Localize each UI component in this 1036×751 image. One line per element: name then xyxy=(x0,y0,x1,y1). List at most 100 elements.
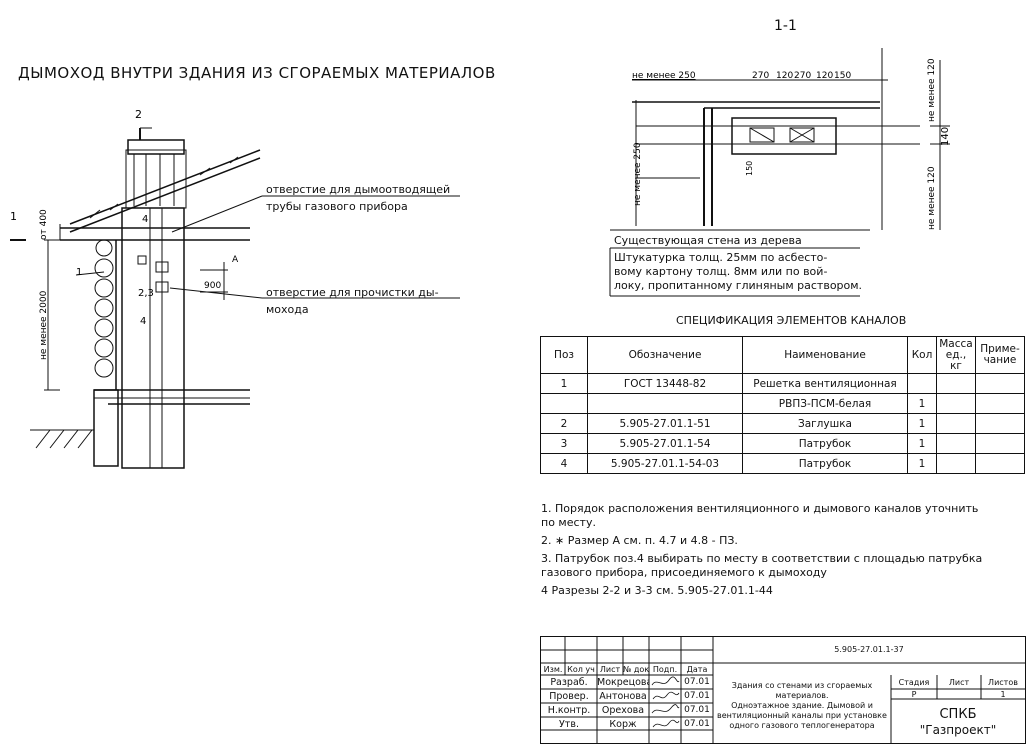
table-row: РВПЗ-ПСМ-белая 1 xyxy=(540,393,1025,414)
spec-cell xyxy=(975,373,1025,394)
spec-cell: Решетка вентиляционная xyxy=(742,373,908,394)
role-date: 07.01 xyxy=(684,719,710,729)
sheet-description: Здания со стенами из сгораемых материало… xyxy=(713,681,891,731)
drawing-title: ДЫМОХОД ВНУТРИ ЗДАНИЯ ИЗ СГОРАЕМЫХ МАТЕР… xyxy=(18,64,496,82)
spec-header: Масса ед., кг xyxy=(936,336,976,374)
description-line: Одноэтажное здание. Дымовой и xyxy=(731,701,873,710)
callout-flue-hole-2: трубы газового прибора xyxy=(266,200,408,213)
spec-header: Кол xyxy=(907,336,937,374)
title-block-grid xyxy=(541,637,1025,743)
callout-clean-hole-1: отверстие для прочистки ды- xyxy=(266,286,439,299)
role-label: Провер. xyxy=(549,691,589,702)
spec-table: Поз Обозначение Наименование Кол Масса е… xyxy=(540,336,1025,474)
role-name: Корж xyxy=(609,719,637,730)
spec-cell: 4 xyxy=(540,453,588,474)
doc-code: 5.905-27.01.1-37 xyxy=(834,645,904,654)
spec-cell xyxy=(975,453,1025,474)
spec-cell xyxy=(936,453,976,474)
sec-dim-a: 270 xyxy=(752,71,769,81)
spec-cell: Патрубок xyxy=(742,433,908,454)
role-label: Утв. xyxy=(559,719,579,730)
table-row: 1 ГОСТ 13448-82 Решетка вентиляционная xyxy=(540,373,1025,394)
title-block: 5.905-27.01.1-37 Изм. Кол уч Лист № док … xyxy=(540,636,1026,744)
spec-cell: РВПЗ-ПСМ-белая xyxy=(742,393,908,414)
sheet-label: Лист xyxy=(948,678,970,687)
spec-cell: 5.905-27.01.1-54 xyxy=(587,433,743,454)
sheets-label: Листов xyxy=(988,678,1018,687)
table-row: 4 5.905-27.01.1-54-03 Патрубок 1 xyxy=(540,453,1025,474)
col-header: Подп. xyxy=(652,665,678,674)
spec-cell xyxy=(936,373,976,394)
mark-1-section: 1 xyxy=(10,210,17,223)
role-name: Орехова xyxy=(601,705,645,716)
sec-dim-e: 150 xyxy=(834,71,851,81)
role-label: Разраб. xyxy=(550,677,588,688)
table-row: 2 5.905-27.01.1-51 Заглушка 1 xyxy=(540,413,1025,434)
description-line: материалов. xyxy=(775,691,829,700)
sec-dim-140: 140 xyxy=(940,127,951,146)
chimney-drawing: 2 1 1 4 2,3 4 900 А от 400 не менее 2000 xyxy=(10,108,460,469)
description-line: Здания со стенами из сгораемых xyxy=(731,681,873,690)
spec-cell xyxy=(975,413,1025,434)
mark-2: 2 xyxy=(135,108,142,121)
mark-1: 1 xyxy=(76,267,82,278)
signature-scribbles xyxy=(651,676,680,728)
org-name-1: СПКБ xyxy=(939,707,977,722)
note-item: 4 Разрезы 2-2 и 3-3 см. 5.905-27.01.1-44 xyxy=(541,584,773,597)
sec-dim-left: не менее 250 xyxy=(633,142,643,206)
spec-header: Поз xyxy=(540,336,588,374)
note-item: 1. Порядок расположения вентиляционного … xyxy=(541,502,979,529)
sec-dim-right-top: не менее 120 xyxy=(927,58,937,122)
spec-cell: 1 xyxy=(907,433,937,454)
col-header: Дата xyxy=(686,665,708,674)
spec-cell: 3 xyxy=(540,433,588,454)
sec-dim-b: 120 xyxy=(776,71,793,81)
description-line: одного газового теплогенератора xyxy=(729,721,875,730)
callout-clean-hole-2: мохода xyxy=(266,303,309,316)
col-header: Изм. xyxy=(543,665,563,674)
spec-header: Обозначение xyxy=(587,336,743,374)
description-line: вентиляционный каналы при установке xyxy=(717,711,887,720)
role-date: 07.01 xyxy=(684,691,710,701)
col-header: Кол уч xyxy=(567,665,595,674)
role-date: 07.01 xyxy=(684,677,710,687)
role-name: Мокрецова xyxy=(597,677,649,688)
mark-4: 4 xyxy=(142,214,148,225)
sheets-value: 1 xyxy=(1000,690,1006,699)
notes-block: 1. Порядок расположения вентиляционного … xyxy=(541,502,991,602)
spec-cell xyxy=(936,393,976,414)
mark-4b: 4 xyxy=(140,316,146,327)
spec-cell: 1 xyxy=(907,453,937,474)
spec-cell xyxy=(587,393,743,414)
sec-dim-right-bottom: не менее 120 xyxy=(927,166,937,230)
spec-cell: Заглушка xyxy=(742,413,908,434)
org-name-2: "Газпроект" xyxy=(919,723,997,737)
sec-dim-top-label: не менее 250 xyxy=(632,71,696,81)
sec-dim-d: 120 xyxy=(816,71,833,81)
plaster-line-3: локу, пропитанному глиняным раствором. xyxy=(614,279,863,292)
plaster-line-1: Штукатурка толщ. 25мм по асбесто- xyxy=(614,251,828,264)
spec-header: Наименование xyxy=(742,336,908,374)
spec-cell: Патрубок xyxy=(742,453,908,474)
plaster-line-2: вому картону толщ. 8мм или по вой- xyxy=(614,265,828,278)
spec-cell: 2 xyxy=(540,413,588,434)
dim-900: 900 xyxy=(204,281,221,291)
spec-cell xyxy=(907,373,937,394)
spec-cell: 1 xyxy=(907,413,937,434)
spec-cell xyxy=(540,393,588,414)
spec-cell xyxy=(936,433,976,454)
note-item: 3. Патрубок поз.4 выбирать по месту в со… xyxy=(541,552,983,579)
spec-cell: 1 xyxy=(907,393,937,414)
spec-cell: 5.905-27.01.1-54-03 xyxy=(587,453,743,474)
stage-label: Стадия xyxy=(898,678,930,687)
spec-title: СПЕЦИФИКАЦИЯ ЭЛЕМЕНТОВ КАНАЛОВ xyxy=(676,314,907,327)
plaster-note: Штукатурка толщ. 25мм по асбесто- вому к… xyxy=(614,251,862,293)
existing-wall-label: Существующая стена из дерева xyxy=(614,234,802,247)
spec-cell: 1 xyxy=(540,373,588,394)
section-label: 1-1 xyxy=(774,18,797,34)
dim-top: от 400 xyxy=(39,209,49,240)
spec-cell: ГОСТ 13448-82 xyxy=(587,373,743,394)
col-header: Лист xyxy=(599,665,621,674)
spec-header: Приме- чание xyxy=(975,336,1025,374)
role-label: Н.контр. xyxy=(547,705,591,716)
